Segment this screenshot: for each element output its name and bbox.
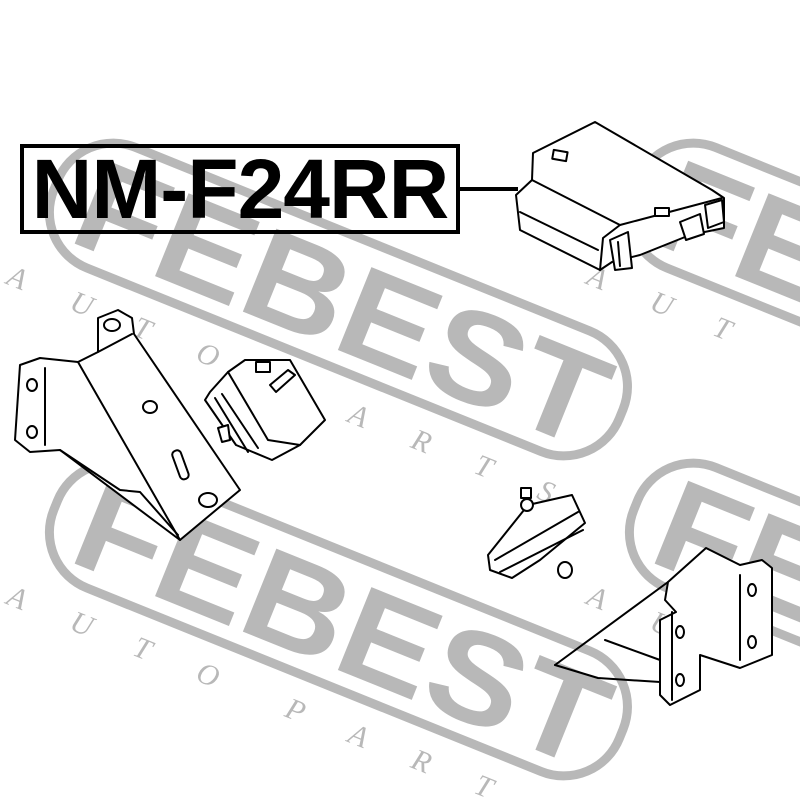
engine-mount-rear-drawing <box>515 121 725 271</box>
leader-line <box>460 187 518 191</box>
part-number-text: NM-F24RR <box>31 142 450 236</box>
mounting-bracket-right-drawing <box>554 547 773 706</box>
rubber-mount-left-drawing <box>204 359 326 461</box>
part-number-label: NM-F24RR <box>20 144 460 234</box>
rubber-mount-right-drawing <box>487 487 586 579</box>
mounting-bracket-left-drawing <box>14 309 241 541</box>
